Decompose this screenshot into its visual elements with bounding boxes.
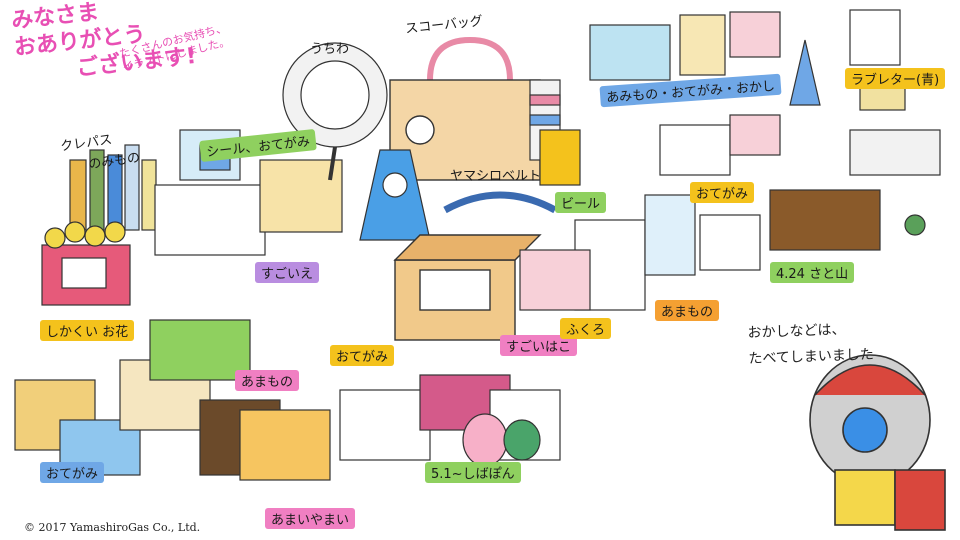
label-yamashiro-belt: ヤマシロベルト	[450, 169, 542, 184]
snacks-stack-illustration	[659, 114, 941, 271]
blue-character-illustration	[359, 149, 431, 241]
robot-character-illustration	[809, 354, 946, 531]
label-amamono-right: あまもの	[655, 300, 720, 321]
belt-illustration	[443, 191, 557, 214]
label-amai-yamai: あまいやまい	[265, 508, 356, 529]
label-fukuro: ふくろ	[560, 318, 612, 339]
label-otegami-bottom: おてがみ	[40, 462, 105, 483]
label-sugoi-hako: すごいはこ	[500, 335, 578, 356]
knitwear-letters-illustration	[589, 11, 821, 106]
label-uchiwa: うちわ	[310, 42, 350, 57]
fan-illustration	[282, 42, 388, 181]
love-letter-illustration	[849, 9, 906, 111]
drinks-illustration	[69, 144, 157, 231]
label-satoyama: 4.24 さと山	[770, 262, 855, 283]
eaten-snacks-note: おかしなどは、 たべてしまいました	[747, 316, 874, 372]
copyright-notice: © 2017 YamashiroGas Co., Ltd.	[24, 521, 201, 534]
label-amamono-left: あまもの	[235, 370, 300, 391]
label-beer: ビール	[555, 192, 607, 213]
square-flower-illustration	[41, 221, 131, 306]
label-love-letter: ラブレター(青)	[845, 68, 946, 89]
center-pile-illustration	[339, 374, 561, 467]
label-otegami-center: おてがみ	[330, 345, 395, 366]
tumbler-illustration	[529, 79, 581, 186]
box-illustration	[393, 234, 542, 341]
label-shikakui-ohana: しかくい お花	[40, 320, 135, 341]
note-line-2: たべてしまいました	[748, 346, 875, 368]
bags-illustration	[519, 194, 696, 311]
label-sugoi-e: すごいえ	[255, 262, 320, 283]
label-shibaban: 5.1~しばぽん	[425, 462, 521, 483]
bag-illustration	[389, 36, 541, 181]
left-pile-illustration	[14, 319, 331, 481]
label-otegami-right: おてがみ	[690, 182, 755, 203]
